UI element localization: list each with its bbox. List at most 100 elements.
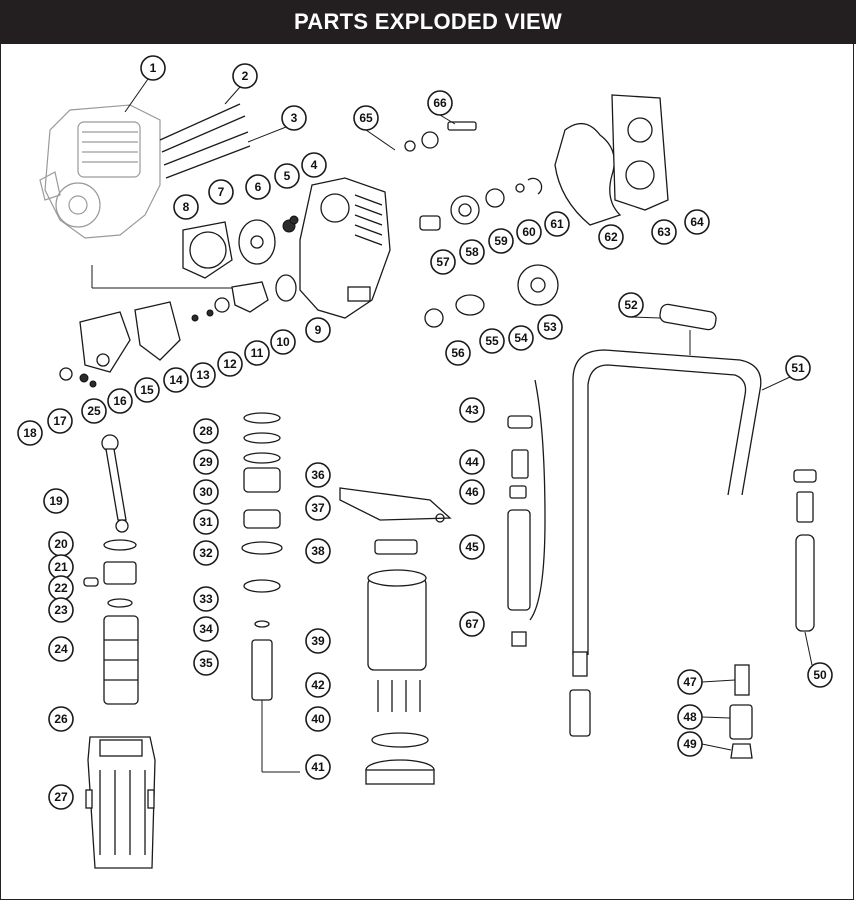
svg-text:14: 14 — [169, 373, 183, 387]
callout-13: 13 — [190, 362, 216, 388]
svg-text:38: 38 — [311, 544, 325, 558]
svg-text:48: 48 — [683, 710, 697, 724]
callout-7: 7 — [208, 179, 234, 205]
svg-text:13: 13 — [196, 368, 210, 382]
callout-48: 48 — [677, 704, 703, 730]
callout-60: 60 — [516, 219, 542, 245]
callout-1: 1 — [140, 55, 166, 81]
callout-18: 18 — [17, 420, 43, 446]
callout-8: 8 — [173, 194, 199, 220]
callout-5: 5 — [274, 163, 300, 189]
callout-27: 27 — [48, 784, 74, 810]
svg-text:5: 5 — [284, 169, 291, 183]
svg-text:64: 64 — [690, 215, 704, 229]
svg-text:19: 19 — [49, 494, 63, 508]
callout-32: 32 — [193, 540, 219, 566]
callout-11: 11 — [244, 340, 270, 366]
svg-text:34: 34 — [199, 622, 213, 636]
svg-text:22: 22 — [54, 581, 68, 595]
engine-bolts — [91, 103, 251, 289]
svg-text:53: 53 — [543, 320, 557, 334]
callout-56: 56 — [445, 340, 471, 366]
svg-text:61: 61 — [550, 217, 564, 231]
page-title: PARTS EXPLODED VIEW — [0, 0, 856, 44]
callout-31: 31 — [193, 509, 219, 535]
svg-text:46: 46 — [465, 485, 479, 499]
callout-10: 10 — [270, 329, 296, 355]
svg-text:49: 49 — [683, 737, 697, 751]
engine-drawing — [39, 104, 161, 239]
svg-text:39: 39 — [311, 634, 325, 648]
callout-64: 64 — [684, 209, 710, 235]
svg-text:44: 44 — [465, 455, 479, 469]
svg-text:26: 26 — [54, 712, 68, 726]
callout-29: 29 — [193, 449, 219, 475]
callout-3: 3 — [281, 105, 307, 131]
callout-23: 23 — [48, 597, 74, 623]
gear-case-housing — [275, 177, 391, 319]
callout-14: 14 — [163, 367, 189, 393]
svg-text:57: 57 — [436, 255, 450, 269]
svg-text:43: 43 — [465, 403, 479, 417]
callout-33: 33 — [193, 586, 219, 612]
callout-49: 49 — [677, 731, 703, 757]
svg-text:54: 54 — [514, 331, 528, 345]
clutch-housing-parts — [182, 215, 299, 279]
callout-41: 41 — [305, 754, 331, 780]
callout-40: 40 — [305, 706, 331, 732]
callout-6: 6 — [245, 174, 271, 200]
callout-4: 4 — [301, 152, 327, 178]
svg-text:10: 10 — [276, 335, 290, 349]
svg-text:47: 47 — [683, 675, 697, 689]
svg-text:12: 12 — [223, 357, 237, 371]
svg-text:36: 36 — [311, 468, 325, 482]
handle-frame — [572, 303, 762, 655]
svg-text:6: 6 — [255, 180, 262, 194]
motor-assembly — [339, 487, 452, 785]
callout-50: 50 — [807, 662, 833, 688]
callout-9: 9 — [305, 317, 331, 343]
connecting-rod-and-piston — [83, 434, 139, 705]
svg-text:23: 23 — [54, 603, 68, 617]
callout-36: 36 — [305, 462, 331, 488]
svg-text:21: 21 — [54, 560, 68, 574]
callout-52: 52 — [618, 292, 644, 318]
svg-text:17: 17 — [53, 414, 67, 428]
callout-12: 12 — [217, 351, 243, 377]
callout-51: 51 — [785, 355, 811, 381]
callout-38: 38 — [305, 538, 331, 564]
callout-34: 34 — [193, 616, 219, 642]
callout-66: 66 — [427, 90, 453, 116]
callout-17: 17 — [47, 408, 73, 434]
cylinder-block — [85, 736, 156, 869]
svg-text:41: 41 — [311, 760, 325, 774]
svg-text:63: 63 — [657, 225, 671, 239]
svg-text:28: 28 — [199, 424, 213, 438]
callout-leaders — [124, 78, 813, 751]
svg-text:31: 31 — [199, 515, 213, 529]
svg-text:62: 62 — [604, 230, 618, 244]
crankshaft-assembly — [59, 281, 269, 388]
callout-45: 45 — [459, 534, 485, 560]
svg-text:67: 67 — [465, 617, 479, 631]
callout-53: 53 — [537, 314, 563, 340]
svg-text:60: 60 — [522, 225, 536, 239]
svg-text:9: 9 — [315, 323, 322, 337]
callout-39: 39 — [305, 628, 331, 654]
exploded-view-diagram: 1 2 3 4 5 6 7 8 9 10 11 12 13 14 15 16 1… — [17, 55, 833, 869]
svg-text:45: 45 — [465, 540, 479, 554]
svg-text:1: 1 — [150, 61, 157, 75]
callout-44: 44 — [459, 449, 485, 475]
svg-text:29: 29 — [199, 455, 213, 469]
svg-text:55: 55 — [485, 334, 499, 348]
callout-55: 55 — [479, 328, 505, 354]
svg-text:59: 59 — [494, 234, 508, 248]
callout-62: 62 — [598, 224, 624, 250]
svg-text:32: 32 — [199, 546, 213, 560]
callout-26: 26 — [48, 706, 74, 732]
svg-text:25: 25 — [87, 404, 101, 418]
callout-19: 19 — [43, 488, 69, 514]
callout-63: 63 — [651, 219, 677, 245]
spring-assemblies — [507, 379, 817, 759]
callout-35: 35 — [193, 650, 219, 676]
